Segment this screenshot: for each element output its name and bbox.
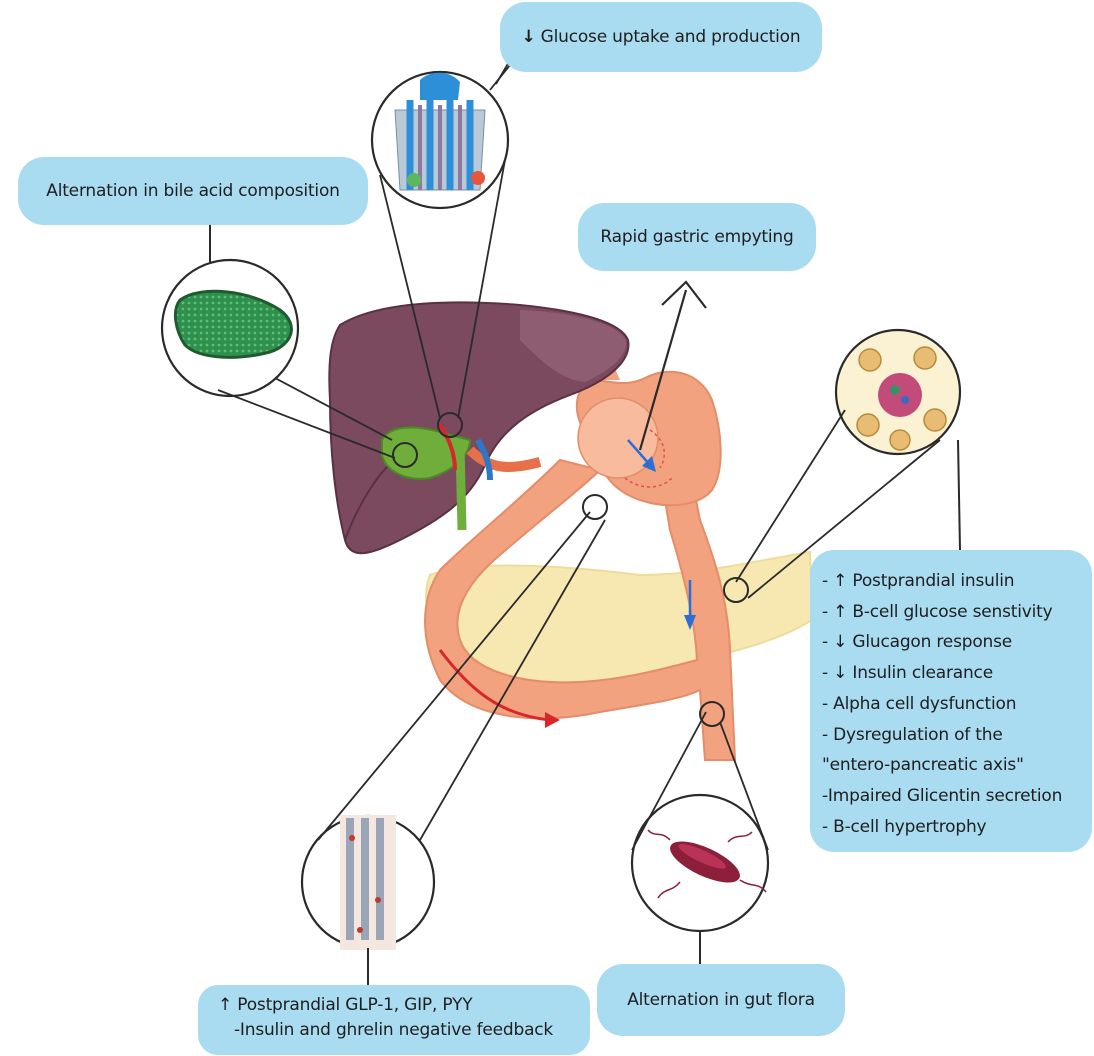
pancreas-item: - B-cell hypertrophy <box>822 812 1092 843</box>
gastric-emptying-bubble: Rapid gastric empyting <box>578 203 816 271</box>
down-arrow-icon: ↓ <box>522 27 536 47</box>
pancreas-item: - ↓ Glucagon response <box>822 627 1092 658</box>
bile-acid-label: Alternation in bile acid composition <box>46 181 339 201</box>
pancreas-item: - ↑ Postprandial insulin <box>822 566 1092 597</box>
gastric-emptying-label: Rapid gastric empyting <box>600 227 793 247</box>
gut-flora-label: Alternation in gut flora <box>627 990 815 1010</box>
bile-acid-bubble: Alternation in bile acid composition <box>18 157 368 225</box>
pancreas-item: - ↑ B-cell glucose senstivity <box>822 597 1092 628</box>
glucose-bubble: ↓ Glucose uptake and production <box>500 2 822 72</box>
incretin-line-1: ↑ Postprandial GLP-1, GIP, PYY <box>218 993 590 1018</box>
incretin-line-2: -Insulin and ghrelin negative feedback <box>218 1018 590 1043</box>
pancreas-item: - Alpha cell dysfunction <box>822 689 1092 720</box>
up-arrow-icon: ↑ <box>218 995 232 1015</box>
pancreas-item: - ↓ Insulin clearance <box>822 658 1092 689</box>
glucose-label: Glucose uptake and production <box>541 27 801 47</box>
pancreas-item: "entero-pancreatic axis" <box>822 750 1092 781</box>
intestinal-villi-icon <box>340 815 396 950</box>
incretin-line-1-text: Postprandial GLP-1, GIP, PYY <box>237 995 472 1015</box>
pancreas-effects-bubble: - ↑ Postprandial insulin - ↑ B-cell gluc… <box>810 550 1092 852</box>
incretin-bubble: ↑ Postprandial GLP-1, GIP, PYY -Insulin … <box>198 985 590 1055</box>
gut-flora-bubble: Alternation in gut flora <box>597 964 845 1036</box>
pancreas-item: -Impaired Glicentin secretion <box>822 781 1092 812</box>
pancreas-item: - Dysregulation of the <box>822 720 1092 751</box>
